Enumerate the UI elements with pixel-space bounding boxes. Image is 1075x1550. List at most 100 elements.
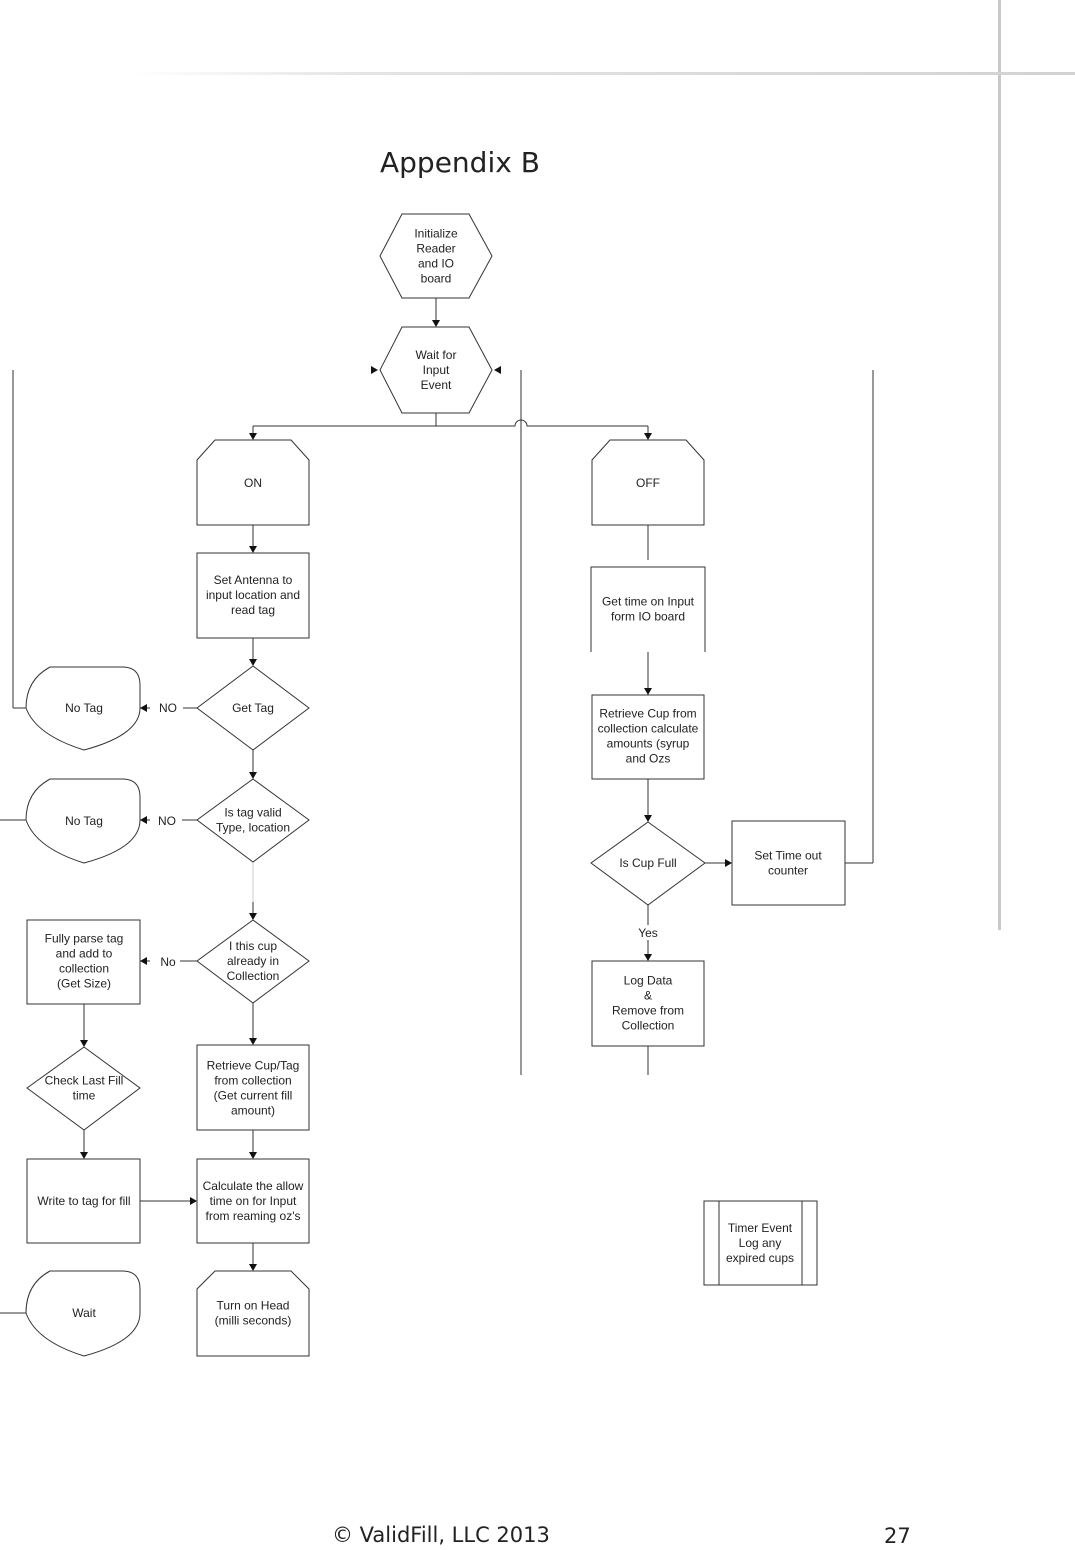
wait-text: Wait bbox=[72, 1306, 96, 1320]
label-line: Check Last Fill bbox=[45, 1074, 124, 1088]
label-line: and add to bbox=[56, 947, 113, 961]
label-line: Log any bbox=[739, 1236, 782, 1250]
in-collection-diamond bbox=[196, 919, 310, 1004]
label-line: ON bbox=[244, 476, 262, 490]
label-line: Collection bbox=[227, 969, 280, 983]
label-line: Turn on Head bbox=[217, 1299, 290, 1313]
retrieve-cup-box bbox=[591, 694, 705, 780]
label-line: amount) bbox=[231, 1104, 275, 1118]
label-line: time bbox=[73, 1089, 96, 1103]
on-box bbox=[196, 439, 310, 526]
label-line: Event bbox=[421, 378, 452, 392]
label-line: Set Antenna to bbox=[214, 573, 293, 587]
label-line: and IO bbox=[418, 257, 454, 271]
branch-labels: NO NO No Yes bbox=[158, 701, 658, 969]
label-line: read tag bbox=[231, 603, 275, 617]
page-number: 27 bbox=[884, 1524, 911, 1548]
label-line: expired cups bbox=[726, 1251, 794, 1265]
label-line: and Ozs bbox=[626, 752, 671, 766]
label-line: Write to tag for fill bbox=[37, 1194, 130, 1208]
label-line: from reaming oz's bbox=[206, 1209, 301, 1223]
label-line: I this cup bbox=[229, 939, 277, 953]
label-line: (milli seconds) bbox=[215, 1314, 292, 1328]
label-line: Wait for bbox=[416, 348, 457, 362]
off-box bbox=[591, 439, 705, 526]
label-line: board bbox=[421, 272, 452, 286]
page-title: Appendix B bbox=[380, 146, 540, 179]
get-time-box bbox=[590, 566, 706, 652]
label-line: Remove from bbox=[612, 1004, 684, 1018]
flowchart-connectors bbox=[0, 298, 874, 1314]
label-line: collection bbox=[59, 962, 109, 976]
get-tag-text: Get Tag bbox=[232, 701, 274, 715]
wait-input-hexagon bbox=[379, 326, 493, 414]
flowchart-shapes bbox=[25, 213, 846, 1357]
label-line: Timer Event bbox=[728, 1221, 793, 1235]
log-data-box bbox=[591, 960, 705, 1047]
label-line: Retrieve Cup/Tag bbox=[207, 1059, 300, 1073]
branch-label-no-1: NO bbox=[159, 701, 177, 715]
label-line: (Get current fill bbox=[214, 1089, 293, 1103]
label-line: collection calculate bbox=[598, 722, 699, 736]
label-line: already in bbox=[227, 954, 279, 968]
label-line: Is Cup Full bbox=[619, 856, 676, 870]
wait-shape bbox=[25, 1270, 141, 1357]
label-line: & bbox=[644, 989, 652, 1003]
label-line: Initialize bbox=[414, 227, 458, 241]
label-line: amounts (syrup bbox=[607, 737, 690, 751]
set-timeout-box bbox=[731, 820, 846, 906]
turn-on-head-box bbox=[196, 1270, 310, 1357]
label-line: Set Time out bbox=[754, 849, 822, 863]
no-tag-1-text: No Tag bbox=[65, 701, 103, 715]
timer-event-box bbox=[703, 1200, 818, 1286]
label-line: Type, location bbox=[216, 821, 290, 835]
label-line: Calculate the allow bbox=[203, 1179, 304, 1193]
label-line: time on for Input bbox=[210, 1194, 297, 1208]
label-line: Get time on Input bbox=[602, 595, 695, 609]
set-antenna-box bbox=[196, 552, 310, 639]
off-text: OFF bbox=[636, 476, 660, 490]
label-line: No Tag bbox=[65, 814, 103, 828]
calculate-box bbox=[196, 1158, 310, 1244]
label-line: (Get Size) bbox=[57, 977, 111, 991]
label-line: Get Tag bbox=[232, 701, 274, 715]
label-line: Is tag valid bbox=[224, 806, 281, 820]
label-line: Collection bbox=[622, 1019, 675, 1033]
is-cup-full-diamond bbox=[590, 821, 706, 906]
label-line: Wait bbox=[72, 1306, 96, 1320]
is-tag-valid-diamond bbox=[196, 778, 310, 863]
branch-label-no-2: NO bbox=[158, 814, 176, 828]
write-tag-box bbox=[26, 1158, 141, 1244]
label-line: counter bbox=[768, 864, 808, 878]
label-line: Fully parse tag bbox=[45, 932, 124, 946]
no-tag-1-shape bbox=[25, 666, 141, 751]
get-tag-diamond bbox=[196, 665, 310, 751]
footer-copyright: © ValidFill, LLC 2013 bbox=[332, 1523, 550, 1547]
flowchart-arrowheads bbox=[80, 320, 732, 1271]
write-tag-text: Write to tag for fill bbox=[37, 1194, 130, 1208]
label-line: Reader bbox=[416, 242, 455, 256]
label-line: form IO board bbox=[611, 610, 685, 624]
parse-tag-box bbox=[26, 919, 141, 1005]
page-edge-top bbox=[130, 72, 1075, 75]
label-line: Input bbox=[423, 363, 450, 377]
label-line: Retrieve Cup from bbox=[599, 707, 696, 721]
on-text: ON bbox=[244, 476, 262, 490]
label-line: input location and bbox=[206, 588, 300, 602]
is-cup-full-text: Is Cup Full bbox=[619, 856, 676, 870]
no-tag-2-shape bbox=[25, 778, 141, 864]
